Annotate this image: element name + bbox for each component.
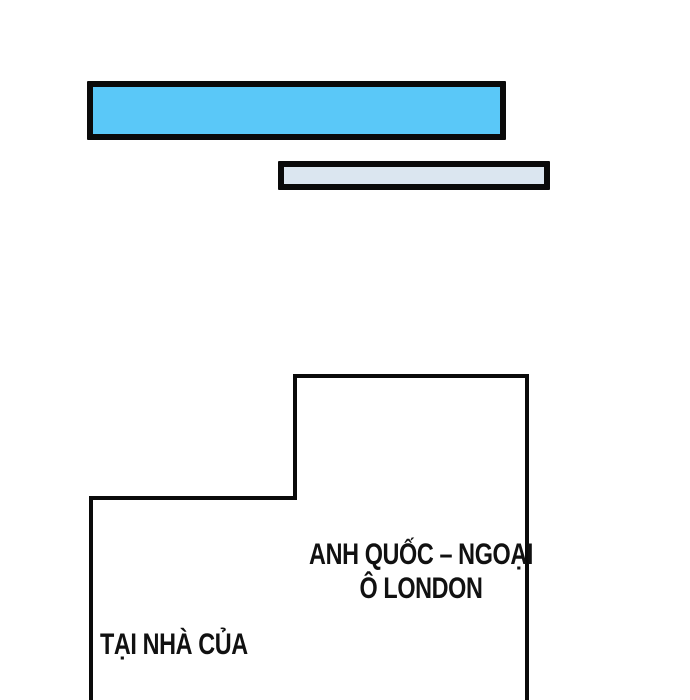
location-caption-line2: Ô LONDON: [359, 572, 483, 605]
light-subtitle-bar: [278, 161, 550, 190]
location-caption: ANH QUỐC – NGOẠI Ô LONDON: [302, 538, 541, 606]
location-caption-line1: ANH QUỐC – NGOẠI: [309, 538, 533, 571]
blue-title-bar: [87, 81, 506, 140]
home-caption: TẠI NHÀ CỦA: [100, 628, 248, 661]
